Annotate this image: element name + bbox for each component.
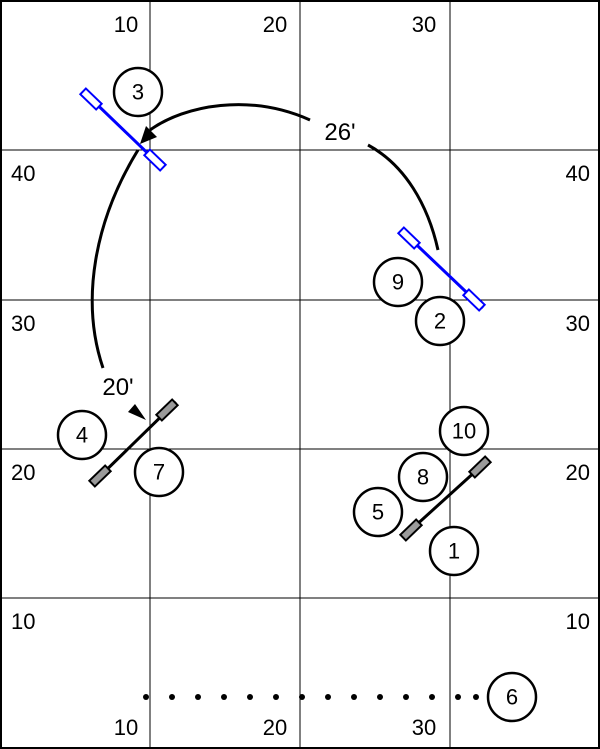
obstacle-blue-top bbox=[78, 87, 168, 172]
station-2-circle bbox=[414, 295, 466, 347]
station-7-label: 7 bbox=[153, 460, 165, 485]
y-label-right-40: 40 bbox=[566, 161, 590, 186]
station-10-circle bbox=[438, 405, 490, 457]
path-arc-26-right bbox=[367, 143, 440, 251]
distance-label-20: 20' bbox=[102, 374, 133, 401]
obstacle-end bbox=[87, 464, 113, 488]
arrowhead-arc-20 bbox=[128, 404, 146, 420]
arrowhead-arc-26 bbox=[140, 126, 157, 144]
dotted-line bbox=[143, 694, 479, 700]
dot bbox=[143, 694, 149, 700]
station-6-label: 6 bbox=[506, 685, 518, 710]
station-8-label: 8 bbox=[417, 465, 429, 490]
station-9-label: 9 bbox=[392, 270, 404, 295]
dot bbox=[273, 694, 279, 700]
obstacle-end bbox=[78, 87, 104, 111]
station-5-circle bbox=[352, 486, 404, 538]
obstacle-end bbox=[154, 398, 180, 422]
x-label-bottom-10: 10 bbox=[114, 715, 138, 740]
station-3-label: 3 bbox=[132, 80, 144, 105]
station-1-label: 1 bbox=[448, 539, 460, 564]
obstacle-black-right bbox=[398, 455, 493, 542]
x-label-top-20: 20 bbox=[263, 12, 287, 37]
dot bbox=[169, 694, 175, 700]
dot bbox=[429, 694, 435, 700]
station-4-label: 4 bbox=[76, 423, 88, 448]
y-label-right-20: 20 bbox=[566, 460, 590, 485]
obstacle-end bbox=[142, 148, 168, 172]
path-arc-20 bbox=[90, 149, 140, 369]
dot bbox=[247, 694, 253, 700]
dot bbox=[455, 694, 461, 700]
station-6-circle bbox=[486, 671, 538, 723]
y-label-left-10: 10 bbox=[11, 609, 35, 634]
station-1-circle bbox=[428, 525, 480, 577]
obstacle-end bbox=[398, 518, 424, 542]
y-label-left-20: 20 bbox=[11, 460, 35, 485]
y-label-left-40: 40 bbox=[11, 161, 35, 186]
obstacle-end bbox=[461, 288, 487, 312]
x-label-top-10: 10 bbox=[114, 12, 138, 37]
y-label-right-30: 30 bbox=[566, 311, 590, 336]
station-2-label: 2 bbox=[434, 309, 446, 334]
y-label-right-10: 10 bbox=[566, 609, 590, 634]
obstacle-black-left bbox=[87, 398, 180, 488]
obstacle-end bbox=[396, 226, 422, 250]
station-4-circle bbox=[56, 409, 108, 461]
station-9-circle bbox=[372, 256, 424, 308]
x-label-bottom-30: 30 bbox=[412, 715, 436, 740]
station-7-circle bbox=[133, 446, 185, 498]
obstacle-end bbox=[467, 455, 493, 479]
dot bbox=[403, 694, 409, 700]
y-label-left-30: 30 bbox=[11, 311, 35, 336]
path-arc-26-left bbox=[149, 103, 311, 132]
distance-label-26: 26' bbox=[324, 119, 355, 146]
dot bbox=[221, 694, 227, 700]
dot bbox=[325, 694, 331, 700]
x-label-top-30: 30 bbox=[412, 12, 436, 37]
dot bbox=[351, 694, 357, 700]
dot bbox=[299, 694, 305, 700]
obstacle-blue-right bbox=[396, 226, 487, 312]
dot bbox=[195, 694, 201, 700]
station-5-label: 5 bbox=[372, 500, 384, 525]
dot bbox=[473, 694, 479, 700]
x-label-bottom-20: 20 bbox=[263, 715, 287, 740]
station-3-circle bbox=[112, 66, 164, 118]
station-8-circle bbox=[397, 451, 449, 503]
dot bbox=[377, 694, 383, 700]
station-10-label: 10 bbox=[452, 419, 476, 444]
